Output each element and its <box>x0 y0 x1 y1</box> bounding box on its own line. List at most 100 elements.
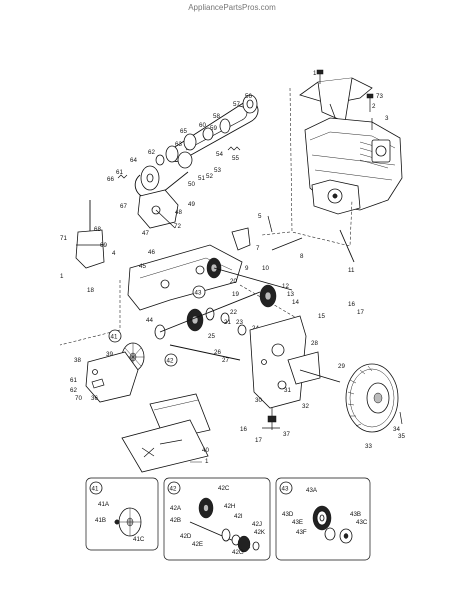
callout-19: 19 <box>232 291 239 298</box>
callout-62: 62 <box>148 149 155 156</box>
callout-61: 61 <box>116 169 123 176</box>
svg-text:41: 41 <box>111 334 118 341</box>
callout-21: 21 <box>224 319 231 326</box>
pulley-icon <box>140 94 258 191</box>
callout-8: 8 <box>300 253 304 260</box>
callout-36: 36 <box>91 395 98 402</box>
callout-29: 29 <box>338 363 345 370</box>
callout-62: 62 <box>70 387 77 394</box>
scraper-icon <box>121 393 211 473</box>
callout-33: 33 <box>365 443 372 450</box>
label-42I: 42I <box>234 513 243 520</box>
label-41C: 41C <box>133 536 145 543</box>
label-43F: 43F <box>296 529 307 536</box>
callout-10: 10 <box>262 265 269 272</box>
callout-25: 25 <box>208 333 215 340</box>
shaft-icon <box>75 200 105 269</box>
callout-60: 60 <box>199 122 206 129</box>
callout-13: 13 <box>287 291 294 298</box>
svg-text:42: 42 <box>167 358 174 365</box>
callout-47: 47 <box>142 230 149 237</box>
wheel-icon <box>345 363 399 433</box>
callout-31: 31 <box>284 387 291 394</box>
label-43D: 43D <box>282 511 294 518</box>
callout-65: 65 <box>180 128 187 135</box>
label-43B: 43B <box>350 511 361 518</box>
svg-text:43: 43 <box>195 290 202 297</box>
callout-51: 51 <box>198 175 205 182</box>
callout-37: 37 <box>283 431 290 438</box>
callout-66: 66 <box>107 176 114 183</box>
circled-callout-43: 43 <box>192 285 206 299</box>
callout-46: 46 <box>148 249 155 256</box>
label-42C: 42C <box>218 485 230 492</box>
callout-15: 15 <box>318 313 325 320</box>
watermark: AppliancePartsPros.com <box>188 3 276 12</box>
svg-text:43: 43 <box>282 486 289 493</box>
bolt-icon <box>316 69 374 130</box>
callout-54: 54 <box>216 151 223 158</box>
label-42E: 42E <box>192 541 203 548</box>
circled-callout-41: 41 <box>108 329 122 343</box>
callout-35: 35 <box>398 433 405 440</box>
callout-14: 14 <box>292 299 299 306</box>
label-42H: 42H <box>224 503 235 510</box>
callout-55: 55 <box>232 155 239 162</box>
callout-68: 68 <box>94 226 101 233</box>
spring-icon <box>117 146 241 179</box>
label-42J: 42J <box>252 521 262 528</box>
detail-box-43: 43 43A 43B 43C 43D 43E 43F <box>275 477 371 561</box>
callout-45: 45 <box>139 263 146 270</box>
callout-70: 70 <box>75 395 82 402</box>
callout-57: 57 <box>233 101 240 108</box>
bracket-icon <box>137 189 179 229</box>
callout-17: 17 <box>255 437 262 444</box>
callout-22: 22 <box>230 309 237 316</box>
callout-71: 71 <box>60 235 67 242</box>
callout-7: 7 <box>256 245 260 252</box>
engine-icon <box>261 77 403 247</box>
label-41B: 41B <box>95 517 106 524</box>
callout-20: 20 <box>230 278 237 285</box>
callout-53: 53 <box>214 167 221 174</box>
callout-27: 27 <box>222 357 229 364</box>
callout-67: 67 <box>120 203 127 210</box>
callout-30: 30 <box>255 397 262 404</box>
callout-72: 72 <box>174 223 181 230</box>
callout-1: 1 <box>313 70 317 77</box>
label-42A: 42A <box>170 505 182 512</box>
label-42G: 42G <box>232 549 244 556</box>
callout-16: 16 <box>348 301 355 308</box>
callout-3: 3 <box>385 115 389 122</box>
callout-1: 1 <box>205 458 209 465</box>
callout-52: 52 <box>206 173 213 180</box>
callout-73: 73 <box>376 93 383 100</box>
callout-26: 26 <box>214 349 221 356</box>
callout-48: 48 <box>175 209 182 216</box>
callout-61: 61 <box>70 377 77 384</box>
detail-box-41: 41 41A 41B 41C <box>85 477 159 551</box>
callout-17: 17 <box>357 309 364 316</box>
callout-23: 23 <box>236 319 243 326</box>
label-43E: 43E <box>292 519 303 526</box>
label-41A: 41A <box>98 501 110 508</box>
callout-4: 4 <box>112 250 116 257</box>
label-42B: 42B <box>170 517 181 524</box>
bolt-icon <box>262 408 280 430</box>
callout-5: 5 <box>258 213 262 220</box>
label-42K: 42K <box>254 529 266 536</box>
side-plate-icon <box>249 315 341 409</box>
callout-69: 69 <box>100 242 107 249</box>
svg-text:42: 42 <box>170 486 177 493</box>
callout-34: 34 <box>393 426 400 433</box>
callout-32: 32 <box>302 403 309 410</box>
rod-icon <box>271 229 355 263</box>
detail-box-42: 42 42C 42A 42H 42B 42I 42D 42J 42K 42E 4… <box>163 477 271 561</box>
svg-text:41: 41 <box>92 486 99 493</box>
callout-44: 44 <box>146 317 153 324</box>
label-43C: 43C <box>356 519 368 526</box>
callout-11: 11 <box>348 267 355 274</box>
callout-64: 64 <box>130 157 137 164</box>
callout-40: 40 <box>202 447 209 454</box>
